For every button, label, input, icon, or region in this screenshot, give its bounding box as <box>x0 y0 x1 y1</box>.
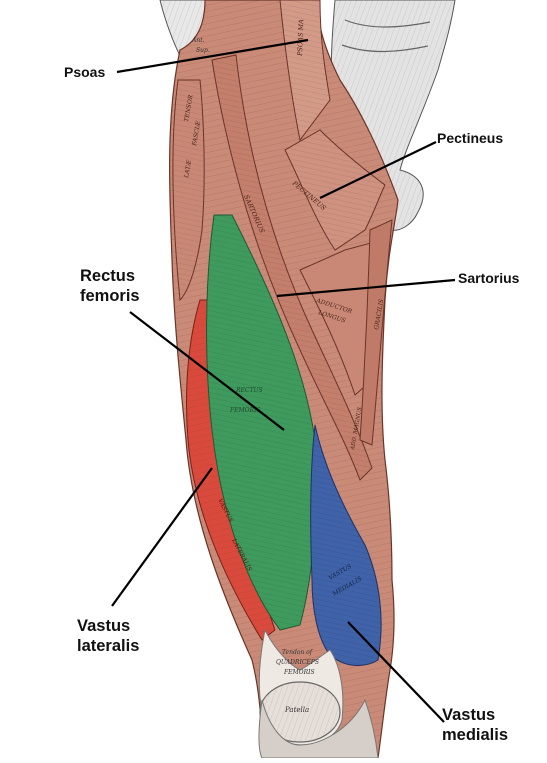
engraved-tendon-3: FEMORIS <box>283 669 315 676</box>
rectus-femoris-muscle <box>206 214 317 631</box>
rectus-femoris-leader-line <box>129 311 285 431</box>
pectineus-label: Pectineus <box>437 130 504 146</box>
leader-lines <box>111 38 456 723</box>
engraved-patella: Patella <box>284 706 309 714</box>
gracilis-muscle <box>359 219 393 446</box>
engraved-rectus-1: RECTUS <box>235 387 263 394</box>
psoas-label: Psoas <box>64 64 106 80</box>
knee-lower <box>258 698 379 759</box>
vastus-medialis-leader-line <box>347 621 445 723</box>
engraved-tensor-2: FASCIÆ <box>191 119 203 147</box>
vastus-lateralis-label-line-1: Vastus <box>77 617 131 635</box>
psoas-leader-line <box>116 38 309 74</box>
vastus-medialis-label-line-2: medialis <box>442 725 509 744</box>
engraved-tendon-2: QUADRICEPS <box>276 659 319 666</box>
sartorius-label: Sartorius <box>458 270 520 286</box>
engraved-tendon-1: Tendon of <box>282 649 314 656</box>
patella-bone <box>259 681 341 743</box>
engraved-tensor-3: LATÆ <box>183 158 193 179</box>
tensor-fasciae-latae-muscle <box>172 79 205 302</box>
rectus-femoris-label: Rectus femoris <box>80 267 140 307</box>
engraved-ant: Ant. <box>191 37 205 44</box>
pectineus-leader-line <box>319 141 437 199</box>
vastus-medialis-label: Vastus medialis <box>442 706 508 746</box>
vastus-medialis-muscle <box>310 424 382 666</box>
sartorius-leader-line <box>276 278 456 298</box>
sartorius-muscle <box>211 54 373 481</box>
engraved-psoas: PSOAS MA <box>296 19 305 57</box>
vastus-lateralis-leader-line <box>111 467 213 607</box>
vastus-lateralis-label: Vastus lateralis <box>77 617 139 657</box>
psoas-muscle <box>279 0 331 142</box>
engraved-sup: Sup. <box>196 47 210 54</box>
vastus-lateralis-label-line-2: lateralis <box>77 636 140 655</box>
engraved-rectus-2: FEMORIS <box>229 407 261 414</box>
rectus-femoris-label-line-2: femoris <box>80 286 140 305</box>
vastus-medialis-label-line-1: Vastus <box>442 706 496 724</box>
engraved-tensor-1: TENSOR <box>183 94 195 122</box>
rectus-femoris-label-line-1: Rectus <box>80 267 136 285</box>
